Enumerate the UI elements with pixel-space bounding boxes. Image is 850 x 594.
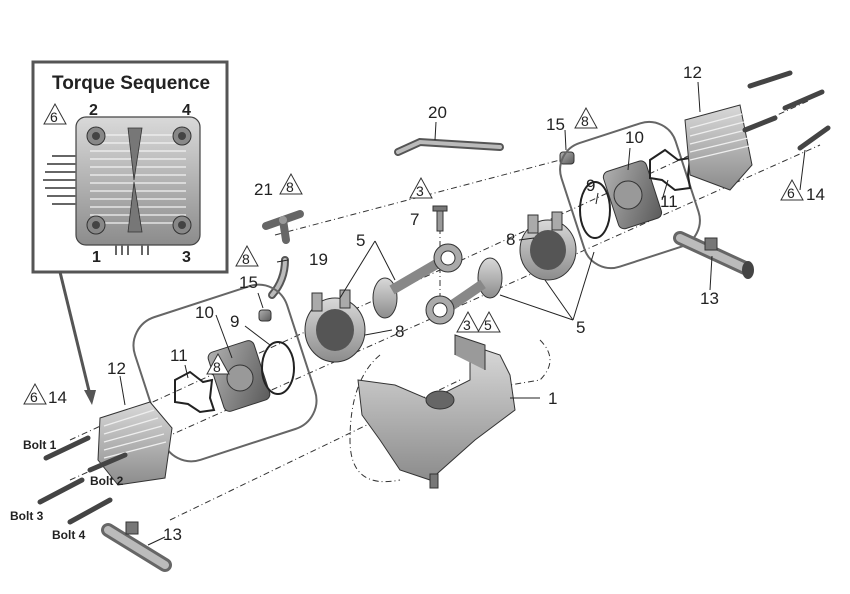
torque-sequence-inset: Torque Sequence 6 2 4 1 3 — [31, 60, 229, 274]
inset-corner-4: 4 — [182, 102, 191, 119]
inset-corner-2: 2 — [89, 102, 98, 119]
right-valve-group — [559, 120, 701, 270]
badge-8-left: 8 — [206, 352, 230, 375]
svg-text:8: 8 — [286, 179, 294, 195]
left-valve-group — [132, 283, 318, 463]
callout-9-left: 9 — [230, 312, 239, 331]
part-13-pipe-left — [101, 521, 172, 572]
part-12-head-left — [97, 401, 173, 486]
badge-19: 8 — [235, 244, 259, 267]
callout-1: 1 — [548, 389, 557, 408]
svg-text:8: 8 — [242, 251, 250, 267]
inset-corner-3: 3 — [182, 249, 191, 266]
callout-12-left: 12 — [107, 359, 126, 378]
part-14-bolts-left — [37, 435, 128, 525]
callout-7: 7 — [410, 210, 419, 229]
part-8-cylinder-right — [519, 211, 577, 281]
callout-13-right: 13 — [700, 289, 719, 308]
svg-text:6: 6 — [50, 109, 58, 125]
callout-10-left: 10 — [195, 303, 214, 322]
callout-12-right: 12 — [683, 63, 702, 82]
badge-5-b: 5 — [477, 310, 501, 333]
part-5-connecting-rods — [372, 243, 503, 325]
bolt-labels: Bolt 1 Bolt 2 Bolt 3 Bolt 4 — [10, 438, 124, 542]
inset-title: Torque Sequence — [52, 73, 210, 94]
inset-pointer-arrow — [58, 271, 96, 405]
part-20-tube — [394, 137, 504, 156]
callout-15-left: 15 — [239, 273, 258, 292]
part-1-crankcase — [357, 334, 516, 489]
callout-8-right: 8 — [506, 230, 515, 249]
svg-text:8: 8 — [213, 359, 221, 375]
inset-corner-1: 1 — [92, 249, 101, 266]
bolt-2-label: Bolt 2 — [90, 474, 124, 488]
callout-19: 19 — [309, 250, 328, 269]
part-7-bolt — [432, 205, 448, 232]
callout-15-right: 15 — [546, 115, 565, 134]
callout-20: 20 — [428, 103, 447, 122]
callout-labels: 20 15 8 12 10 9 11 6 14 21 8 3 7 8 5 8 1… — [23, 63, 825, 544]
callout-8-left: 8 — [395, 322, 404, 341]
badge-21: 8 — [279, 172, 303, 195]
badge-15-right: 8 — [574, 106, 598, 129]
bolt-4-label: Bolt 4 — [52, 528, 86, 542]
part-13-pipe-right — [673, 231, 754, 279]
part-8-cylinder-left — [304, 289, 366, 363]
badge-5-a: 3 — [456, 310, 480, 333]
badge-14-left: 6 — [23, 382, 47, 405]
leader-lines — [119, 81, 806, 546]
callout-21: 21 — [254, 180, 273, 199]
part-19-hose — [268, 256, 289, 299]
bolt-1-label: Bolt 1 — [23, 438, 57, 452]
badge-14-right: 6 — [780, 178, 804, 201]
cylinder-head-top-view — [43, 116, 201, 255]
callout-14-right: 14 — [806, 185, 825, 204]
part-21-tee-fitting — [262, 210, 304, 244]
svg-text:8: 8 — [581, 113, 589, 129]
bolt-3-label: Bolt 3 — [10, 509, 44, 523]
callout-13-left: 13 — [163, 525, 182, 544]
callout-5-top: 5 — [356, 231, 365, 250]
svg-text:6: 6 — [787, 185, 795, 201]
callout-11-right: 11 — [660, 192, 678, 211]
callout-11-left: 11 — [170, 346, 188, 365]
badge-7: 3 — [409, 176, 433, 199]
part-14-bolts-right — [742, 70, 831, 151]
callout-10-right: 10 — [625, 128, 644, 147]
callout-5-right: 5 — [576, 318, 585, 337]
callout-14-left: 14 — [48, 388, 67, 407]
part-12-head-right — [684, 104, 753, 191]
svg-text:3: 3 — [463, 317, 471, 333]
svg-text:5: 5 — [484, 317, 492, 333]
part-15-fitting-left — [258, 309, 272, 322]
callout-9-right: 9 — [586, 176, 595, 195]
svg-text:6: 6 — [30, 389, 38, 405]
svg-text:3: 3 — [416, 183, 424, 199]
inset-badge: 6 — [43, 102, 67, 125]
